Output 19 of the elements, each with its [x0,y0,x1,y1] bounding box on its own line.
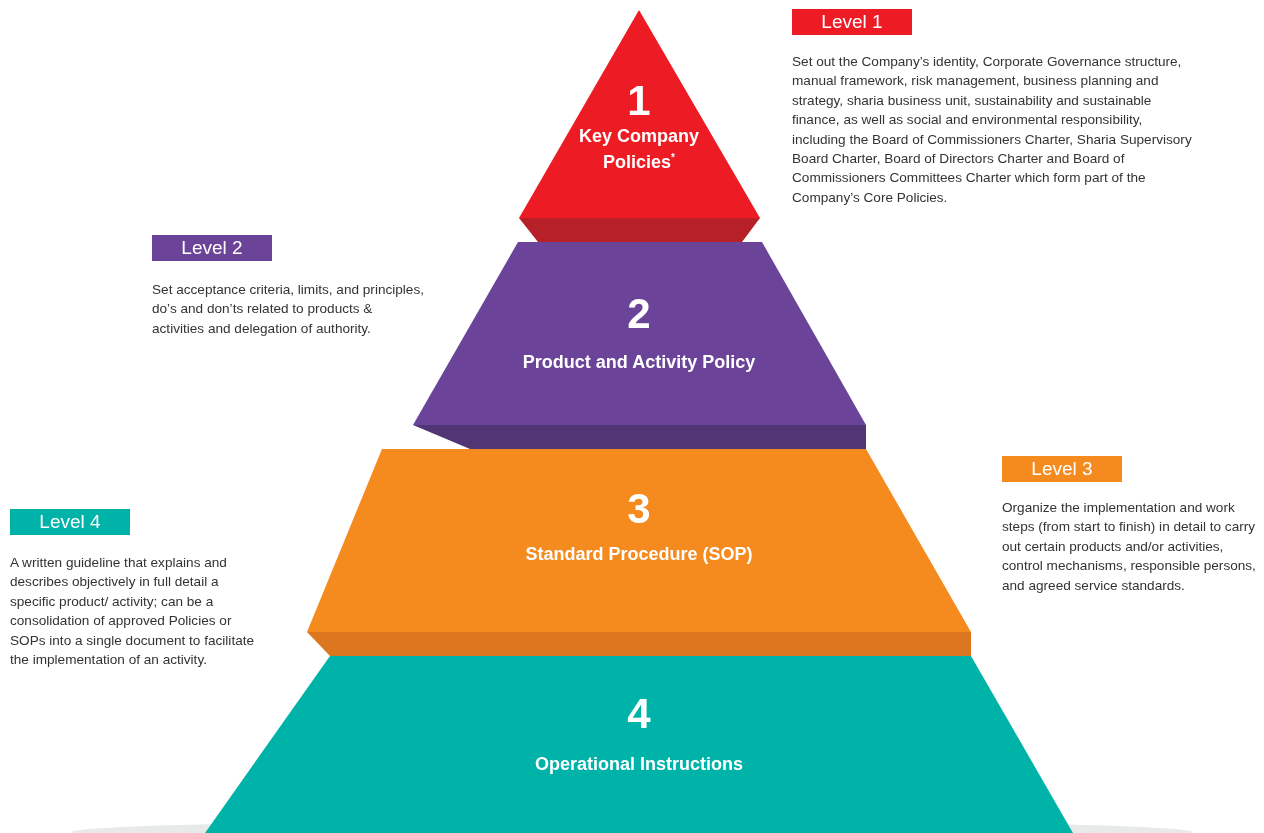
tier-number: 3 [626,488,652,530]
level-tag: Level 3 [1002,456,1122,482]
level-tag: Level 2 [152,235,272,261]
pyramid-tier [519,10,760,218]
description-text: Set acceptance criteria, limits, and principles, do’s and don’ts related to products & activities and delegation of authority. [152,281,424,338]
level-tag: Level 1 [792,9,912,35]
level-tag: Level 4 [10,509,130,535]
tier-number: 2 [626,293,652,335]
tier-number: 1 [626,80,652,122]
description-text: A written guideline that explains and describes objectively in full detail a specific product/ activity; can be a consolidation of approved Policies or SOPs into a single document to facilitate the implementation of an activity. [10,554,256,670]
tier-title: Standard Procedure (SOP) [524,543,754,565]
pyramid-tier [307,449,971,632]
tier-title: Product and Activity Policy [521,351,757,373]
description-text: Set out the Company’s identity, Corporate Governance structure, manual framework, risk management, business planning and strategy, sharia business unit, sustainability and sustainable finance, as well as social and environmental responsibility, including the Board of Commissioners Charter, Sharia Supervisory Board Charter, Board of Directors Charter and Board of Commissioners Committees Charter which form part of the Company’s Core Policies. [792,53,1192,207]
tier-title: Operational Instructions [534,753,744,775]
tier-number: 4 [626,693,652,735]
description-text: Organize the implementation and work steps (from start to finish) in detail to carry out certain products and/or activities, control mechanisms, responsible persons, and agreed service standards. [1002,499,1257,595]
pyramid-tier [205,656,1073,833]
tier-title: Key Company Policies$^{*}$ [577,125,700,173]
